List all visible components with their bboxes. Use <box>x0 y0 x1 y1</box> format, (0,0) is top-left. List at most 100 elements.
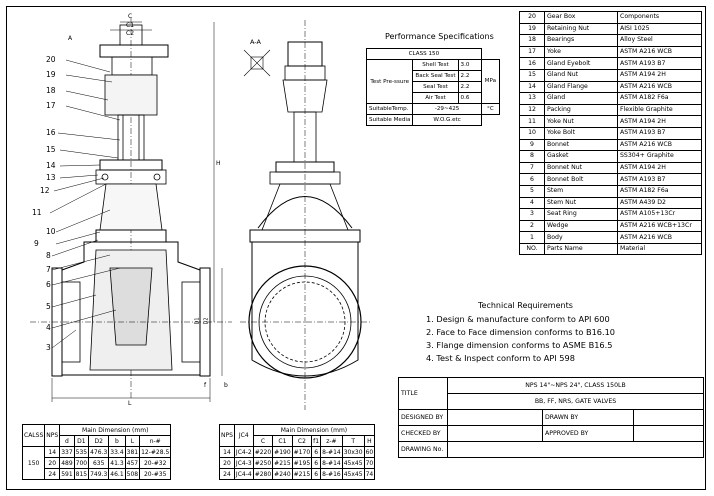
dim-column-header: f1 <box>311 435 322 447</box>
part-material: ASTM A105+13Cr <box>617 208 702 221</box>
drawn-by-label: DRAWN BY <box>542 409 634 426</box>
callout-a-label: A <box>68 35 73 42</box>
dim-cell: 749.3 <box>88 468 110 480</box>
part-number: 20 <box>519 11 545 24</box>
callout-number: 3 <box>46 343 51 352</box>
dim-column-header: T <box>341 435 365 447</box>
dim-cell: #215 <box>272 457 293 469</box>
callout-number: 17 <box>46 101 56 110</box>
designed-by-label: DESIGNED BY <box>398 409 448 426</box>
part-number: 16 <box>519 57 545 70</box>
part-material: ASTM A216 WCB+13Cr <box>617 219 702 233</box>
dim-l-label: L <box>128 400 132 407</box>
callout-number: 4 <box>46 323 51 332</box>
approved-by-label: APPROVED BY <box>542 425 634 442</box>
dim-cell: 60 <box>363 446 376 458</box>
dim-column-header: C2 <box>291 435 313 447</box>
dim-jc-value: JC4-2 <box>233 446 254 458</box>
callout-number: 16 <box>46 128 56 137</box>
dim-f-label: f <box>204 382 207 389</box>
part-material: ASTM A194 2H <box>617 68 702 82</box>
callout-number: 14 <box>46 161 56 170</box>
part-material: ASTM A216 WCB <box>617 80 702 94</box>
perf-row-name: Air Test <box>412 92 459 104</box>
drawing-frame <box>6 6 706 490</box>
perf-media-label: Suitable Media <box>365 114 414 126</box>
part-material: Material <box>617 242 702 256</box>
dim-column-header: z-# <box>320 435 343 447</box>
callout-number: 10 <box>46 227 56 236</box>
dim-b-label: b <box>224 382 228 389</box>
title-line1: NPS 14"~NPS 24", CLASS 150LB <box>447 377 704 394</box>
dim-class-header: CALSS <box>21 424 46 447</box>
part-name: Gland Nut <box>544 68 618 82</box>
part-material: ASTM A439 D2 <box>617 196 702 210</box>
dim-cell: 20-#32 <box>139 457 172 469</box>
part-material: ASTM A193 B7 <box>617 173 702 186</box>
dim-cell: #220 <box>252 446 274 458</box>
dim-column-header: L <box>124 435 141 447</box>
dim-d1-label: D1 <box>194 317 201 325</box>
part-name: Parts Name <box>544 242 618 256</box>
perf-row-value: 2.2 <box>457 81 482 93</box>
dim-d2-label: D2 <box>203 317 210 325</box>
part-material: ASTM A216 WCB <box>617 231 702 244</box>
part-name: Packing <box>544 103 618 117</box>
part-material: ASTM A194 2H <box>617 115 702 128</box>
part-number: 9 <box>519 138 545 152</box>
part-name: Stem <box>544 184 618 198</box>
section-label: A-A <box>250 38 261 46</box>
part-material: ASTM A216 WCB <box>617 138 702 152</box>
dim-cell: 6 <box>311 457 322 469</box>
dim-cell: 45x45 <box>341 457 365 469</box>
requirement-item: 4. Test & Inspect conform to API 598 <box>426 353 575 363</box>
part-number: 4 <box>519 196 545 210</box>
dim-cell: #190 <box>272 446 293 458</box>
dim-column-header: D2 <box>88 435 110 447</box>
dim-h-label: H <box>216 160 221 167</box>
requirement-item: 1. Design & manufacture conform to API 6… <box>426 314 610 324</box>
requirement-item: 3. Flange dimension conforms to ASME B16… <box>426 340 613 350</box>
part-number: 7 <box>519 161 545 175</box>
part-name: Bonnet Bolt <box>544 173 618 186</box>
callout-number: 12 <box>40 186 50 195</box>
requirements-title: Technical Requirements <box>478 301 573 310</box>
part-number: 17 <box>519 45 545 59</box>
dim-column-header: n-# <box>139 435 172 447</box>
dim-nps-header: NPS <box>44 424 61 447</box>
perf-temp-value: -29~425 <box>412 103 482 115</box>
dim-cell: 815 <box>73 468 90 480</box>
callout-number: 8 <box>46 251 51 260</box>
part-material: ASTM A182 F6a <box>617 92 702 105</box>
dim-cell: #170 <box>291 446 313 458</box>
perf-row-value: 0.6 <box>457 92 482 104</box>
dim-nps-value: 14 <box>219 446 235 458</box>
dim-cell: 6 <box>311 468 322 480</box>
dim-nps-value: 24 <box>44 468 61 480</box>
part-material: Flexible Graphite <box>617 103 702 117</box>
part-material: ASTM A194 2H <box>617 161 702 175</box>
callout-number: 18 <box>46 86 56 95</box>
dim-column-header: b <box>108 435 126 447</box>
part-material: ASTM A182 F6a <box>617 184 702 198</box>
part-name: Yoke Bolt <box>544 126 618 140</box>
dim-column-header: C <box>252 435 274 447</box>
perf-title: Performance Specifications <box>385 32 494 41</box>
part-number: 5 <box>519 184 545 198</box>
part-name: Bonnet <box>544 138 618 152</box>
dim-cell: #215 <box>291 468 313 480</box>
perf-row-name: Seal Test <box>412 81 459 93</box>
